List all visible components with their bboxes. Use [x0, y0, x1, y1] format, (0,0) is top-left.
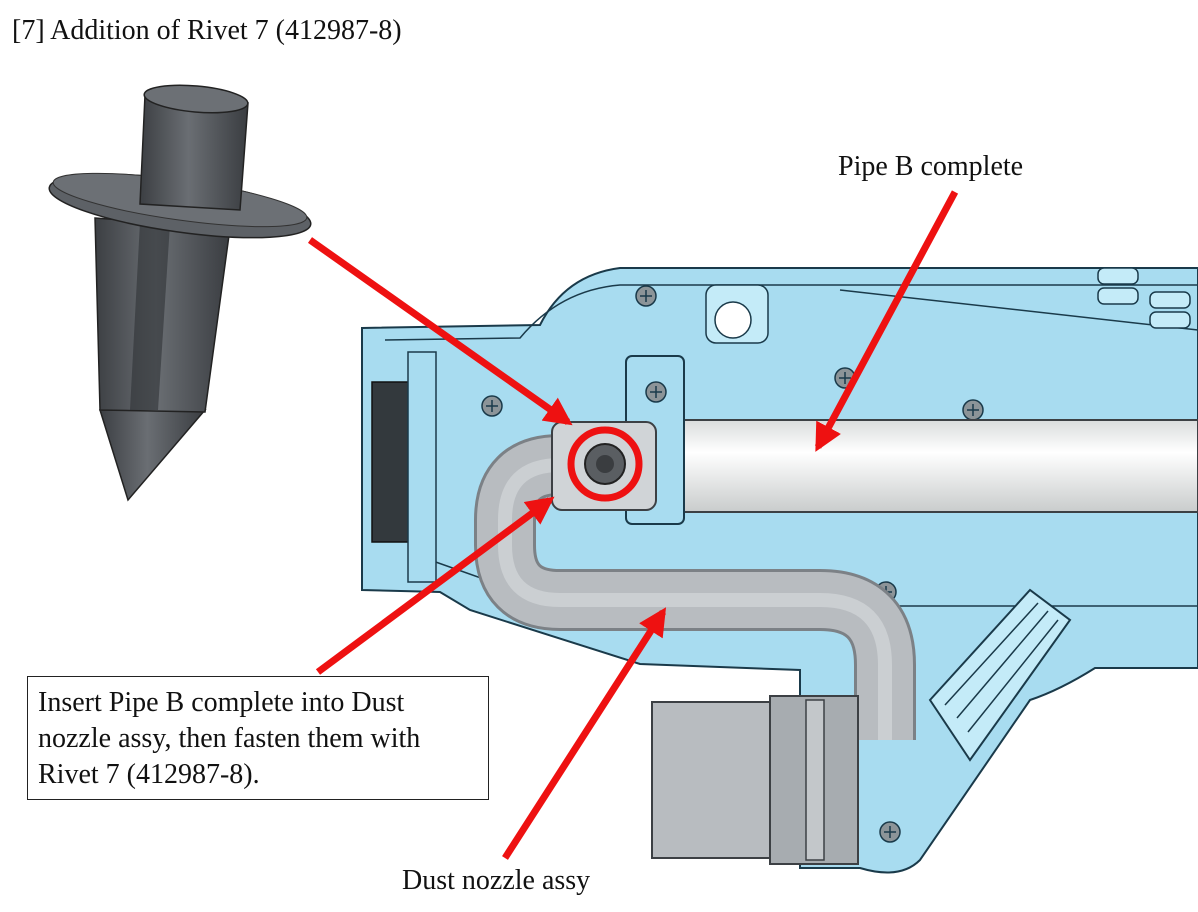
screw-icon	[635, 285, 657, 307]
rivet-head-top	[143, 84, 249, 114]
housing-hole	[714, 301, 752, 339]
housing-inner-rail	[384, 284, 1198, 341]
dust-nozzle-outlet	[651, 701, 773, 859]
instruction-text: Insert Pipe B complete into Dust nozzle …	[38, 687, 421, 790]
rivet-part	[48, 84, 312, 502]
instruction-box: Insert Pipe B complete into Dust nozzle …	[27, 676, 489, 800]
page-title: [7] Addition of Rivet 7 (412987-8)	[12, 15, 402, 46]
rivet-shank-slot	[130, 222, 170, 410]
dust-nozzle-label: Dust nozzle assy	[402, 865, 591, 896]
vent-grille	[928, 588, 1072, 762]
rivet-installed	[584, 443, 626, 485]
callout-arrows	[307, 190, 959, 860]
vent-grille-slats	[944, 602, 1059, 733]
screw-icon	[962, 399, 984, 421]
rivet-cone-tip	[98, 409, 207, 502]
screw-icon	[879, 821, 901, 843]
dust-nozzle-assy	[474, 434, 916, 865]
connector-plate	[407, 351, 437, 583]
arrow-instruction	[315, 496, 555, 675]
screw-icon	[481, 395, 503, 417]
arrow-dust-nozzle	[502, 607, 667, 860]
rivet-highlight-circle	[567, 426, 643, 502]
vent-slots	[1097, 267, 1191, 329]
arrow-rivet	[307, 237, 573, 426]
pipe-b-body	[639, 419, 1198, 513]
pipe-b-label: Pipe B complete	[838, 151, 1024, 182]
screw-icon	[645, 381, 667, 403]
arrow-pipe-b	[814, 190, 959, 452]
